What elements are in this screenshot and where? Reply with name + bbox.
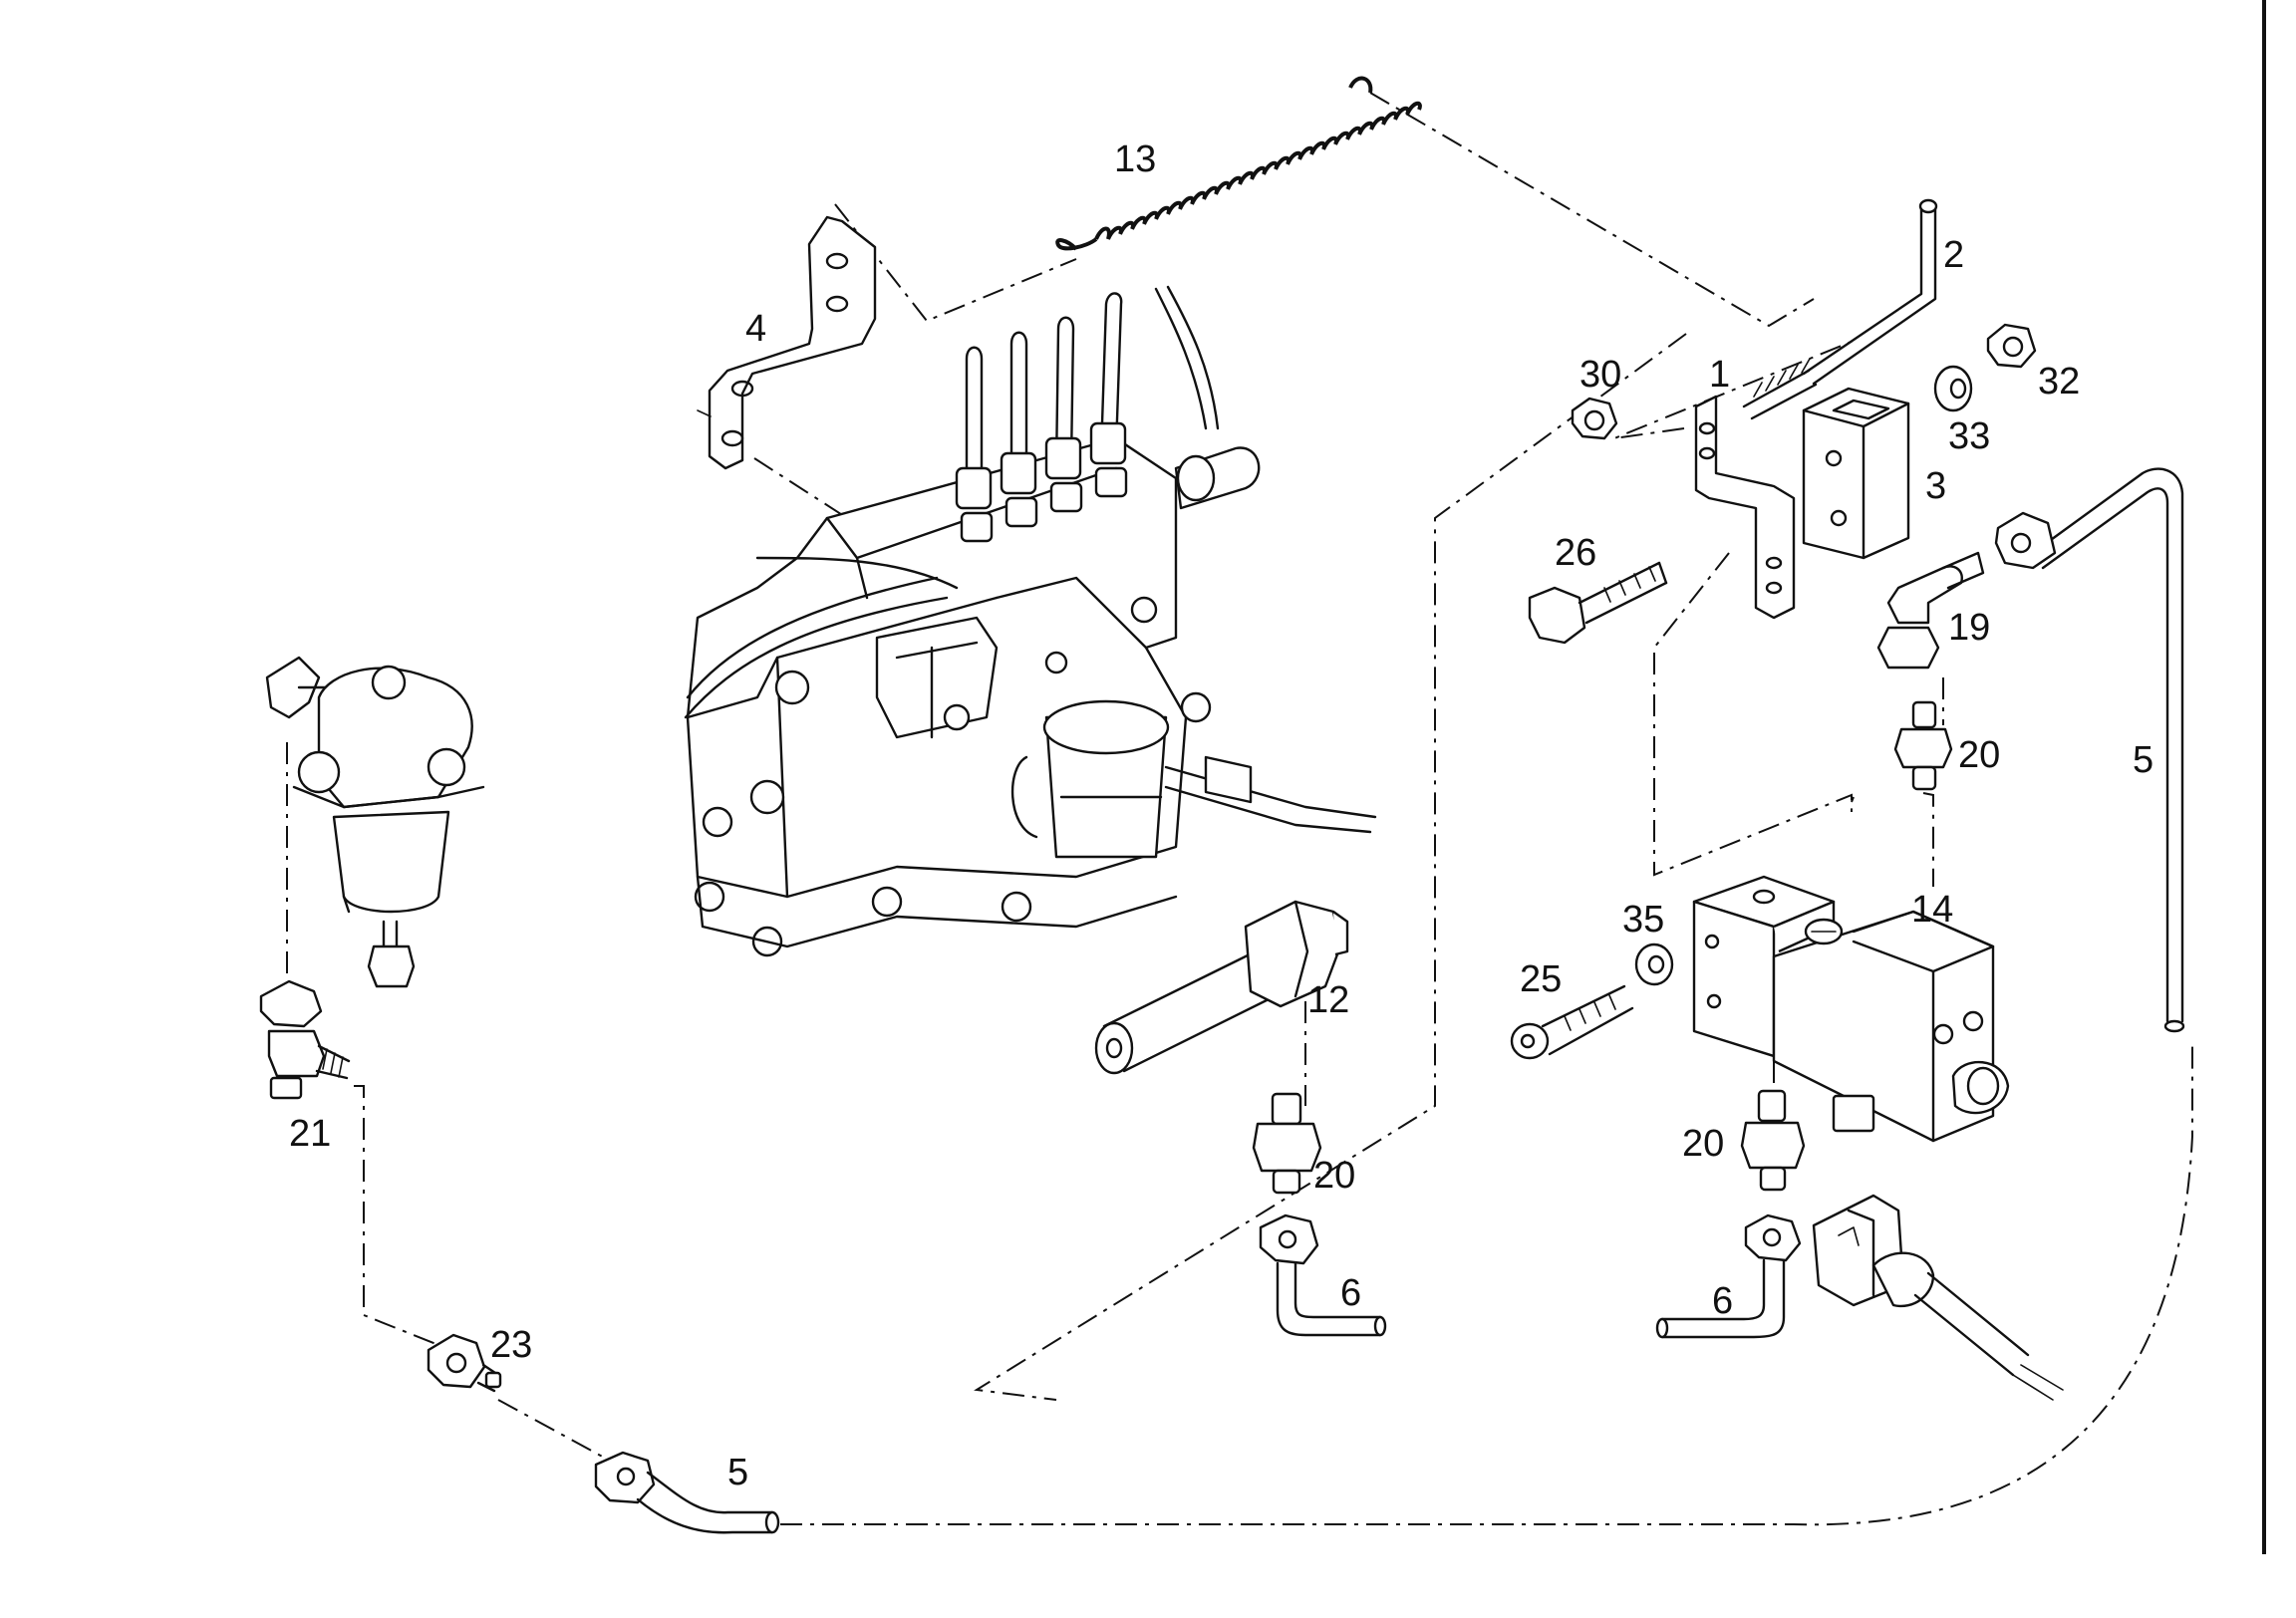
callout-25: 25	[1520, 958, 1562, 1000]
callout-1: 1	[1709, 354, 1730, 396]
callout-21: 21	[289, 1113, 331, 1155]
callout-26: 26	[1555, 532, 1596, 574]
fitting-20-middle	[1252, 1092, 1322, 1195]
bracket-1	[1694, 395, 1796, 620]
nut-30	[1571, 397, 1618, 440]
rod-2	[1742, 198, 1938, 420]
callout-20-upper: 20	[1958, 734, 2000, 776]
spring-13	[1055, 76, 1422, 251]
pipe-6-middle	[1259, 1214, 1387, 1337]
bracket-plate-4	[697, 215, 877, 470]
callout-30: 30	[1579, 354, 1621, 396]
sleeve-12	[1094, 900, 1349, 1075]
callout-13: 13	[1114, 138, 1156, 180]
callout-labels: 13 2 4 30 1 32 33 3 26 19 20 5 35 14 25 …	[289, 138, 2153, 1493]
nut-32	[1986, 323, 2037, 369]
callout-2: 2	[1943, 234, 1964, 276]
solenoid-valve-14	[1692, 875, 2010, 1143]
pipe-5-right	[1994, 467, 2185, 1033]
callout-3: 3	[1925, 465, 1946, 507]
washer-35	[1634, 943, 1674, 986]
pipe-5-lower	[594, 1451, 780, 1534]
fuel-filter	[265, 656, 485, 988]
callout-6-valve: 6	[1712, 1280, 1733, 1322]
callout-14: 14	[1911, 889, 1953, 931]
pipe-6-valve	[1655, 1214, 1802, 1339]
callout-12: 12	[1307, 979, 1349, 1021]
callout-32: 32	[2038, 361, 2080, 403]
callout-19: 19	[1948, 607, 1990, 649]
bolt-26	[1528, 561, 1668, 645]
callout-20-valve: 20	[1682, 1123, 1724, 1165]
callout-6-middle: 6	[1340, 1272, 1361, 1314]
screw-25	[1510, 984, 1634, 1060]
fitting-23	[427, 1333, 502, 1393]
block-3	[1802, 387, 1910, 560]
elbow-fitting-19	[1876, 551, 1985, 670]
fitting-20-valve	[1740, 1089, 1806, 1192]
callout-35: 35	[1622, 899, 1664, 941]
callout-5-right: 5	[2133, 739, 2153, 781]
callout-20-middle: 20	[1313, 1155, 1355, 1197]
fitting-20-upper	[1893, 700, 1953, 791]
callout-33: 33	[1948, 415, 1990, 457]
callout-23: 23	[490, 1324, 532, 1366]
electrical-connector	[1812, 1194, 2064, 1401]
callout-4: 4	[745, 308, 766, 350]
callout-5-lower: 5	[727, 1452, 748, 1493]
leader-lines	[286, 92, 2193, 1526]
washer-33	[1933, 365, 1973, 412]
injection-pump-assembly	[684, 285, 1377, 957]
fitting-21	[259, 979, 351, 1100]
